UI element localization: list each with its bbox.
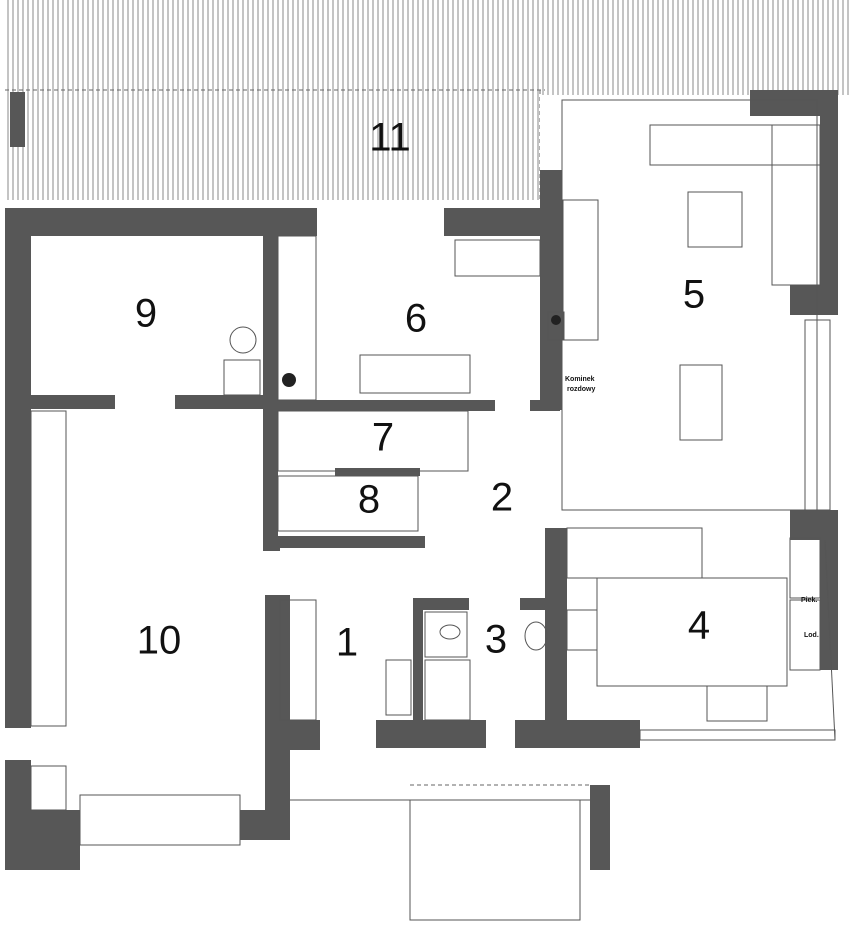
fixtures bbox=[30, 99, 836, 921]
room-4-label: 4 bbox=[688, 604, 710, 648]
room-10-label: 10 bbox=[137, 619, 182, 663]
room-9-label: 9 bbox=[135, 292, 157, 336]
fireplace-label-line1: Kominek bbox=[565, 376, 595, 383]
room-labels: 1 2 3 4 5 6 7 8 9 10 11 bbox=[135, 116, 710, 665]
room-1-label: 1 bbox=[336, 621, 358, 665]
walls bbox=[5, 90, 838, 870]
room-3-label: 3 bbox=[485, 618, 507, 662]
room-7-label: 7 bbox=[372, 416, 394, 460]
fireplace-label-line2: rozdowy bbox=[567, 386, 595, 393]
room-5-label: 5 bbox=[683, 273, 705, 317]
oven-label: Piek. bbox=[801, 597, 817, 604]
room-11-label: 11 bbox=[369, 116, 411, 160]
room-2-label: 2 bbox=[491, 476, 513, 520]
room-8-label: 8 bbox=[358, 478, 380, 522]
fixture-labels: Kominek rozdowy Piek. Lod. bbox=[565, 376, 819, 639]
room-6-label: 6 bbox=[405, 297, 427, 341]
fridge-label: Lod. bbox=[804, 632, 819, 639]
